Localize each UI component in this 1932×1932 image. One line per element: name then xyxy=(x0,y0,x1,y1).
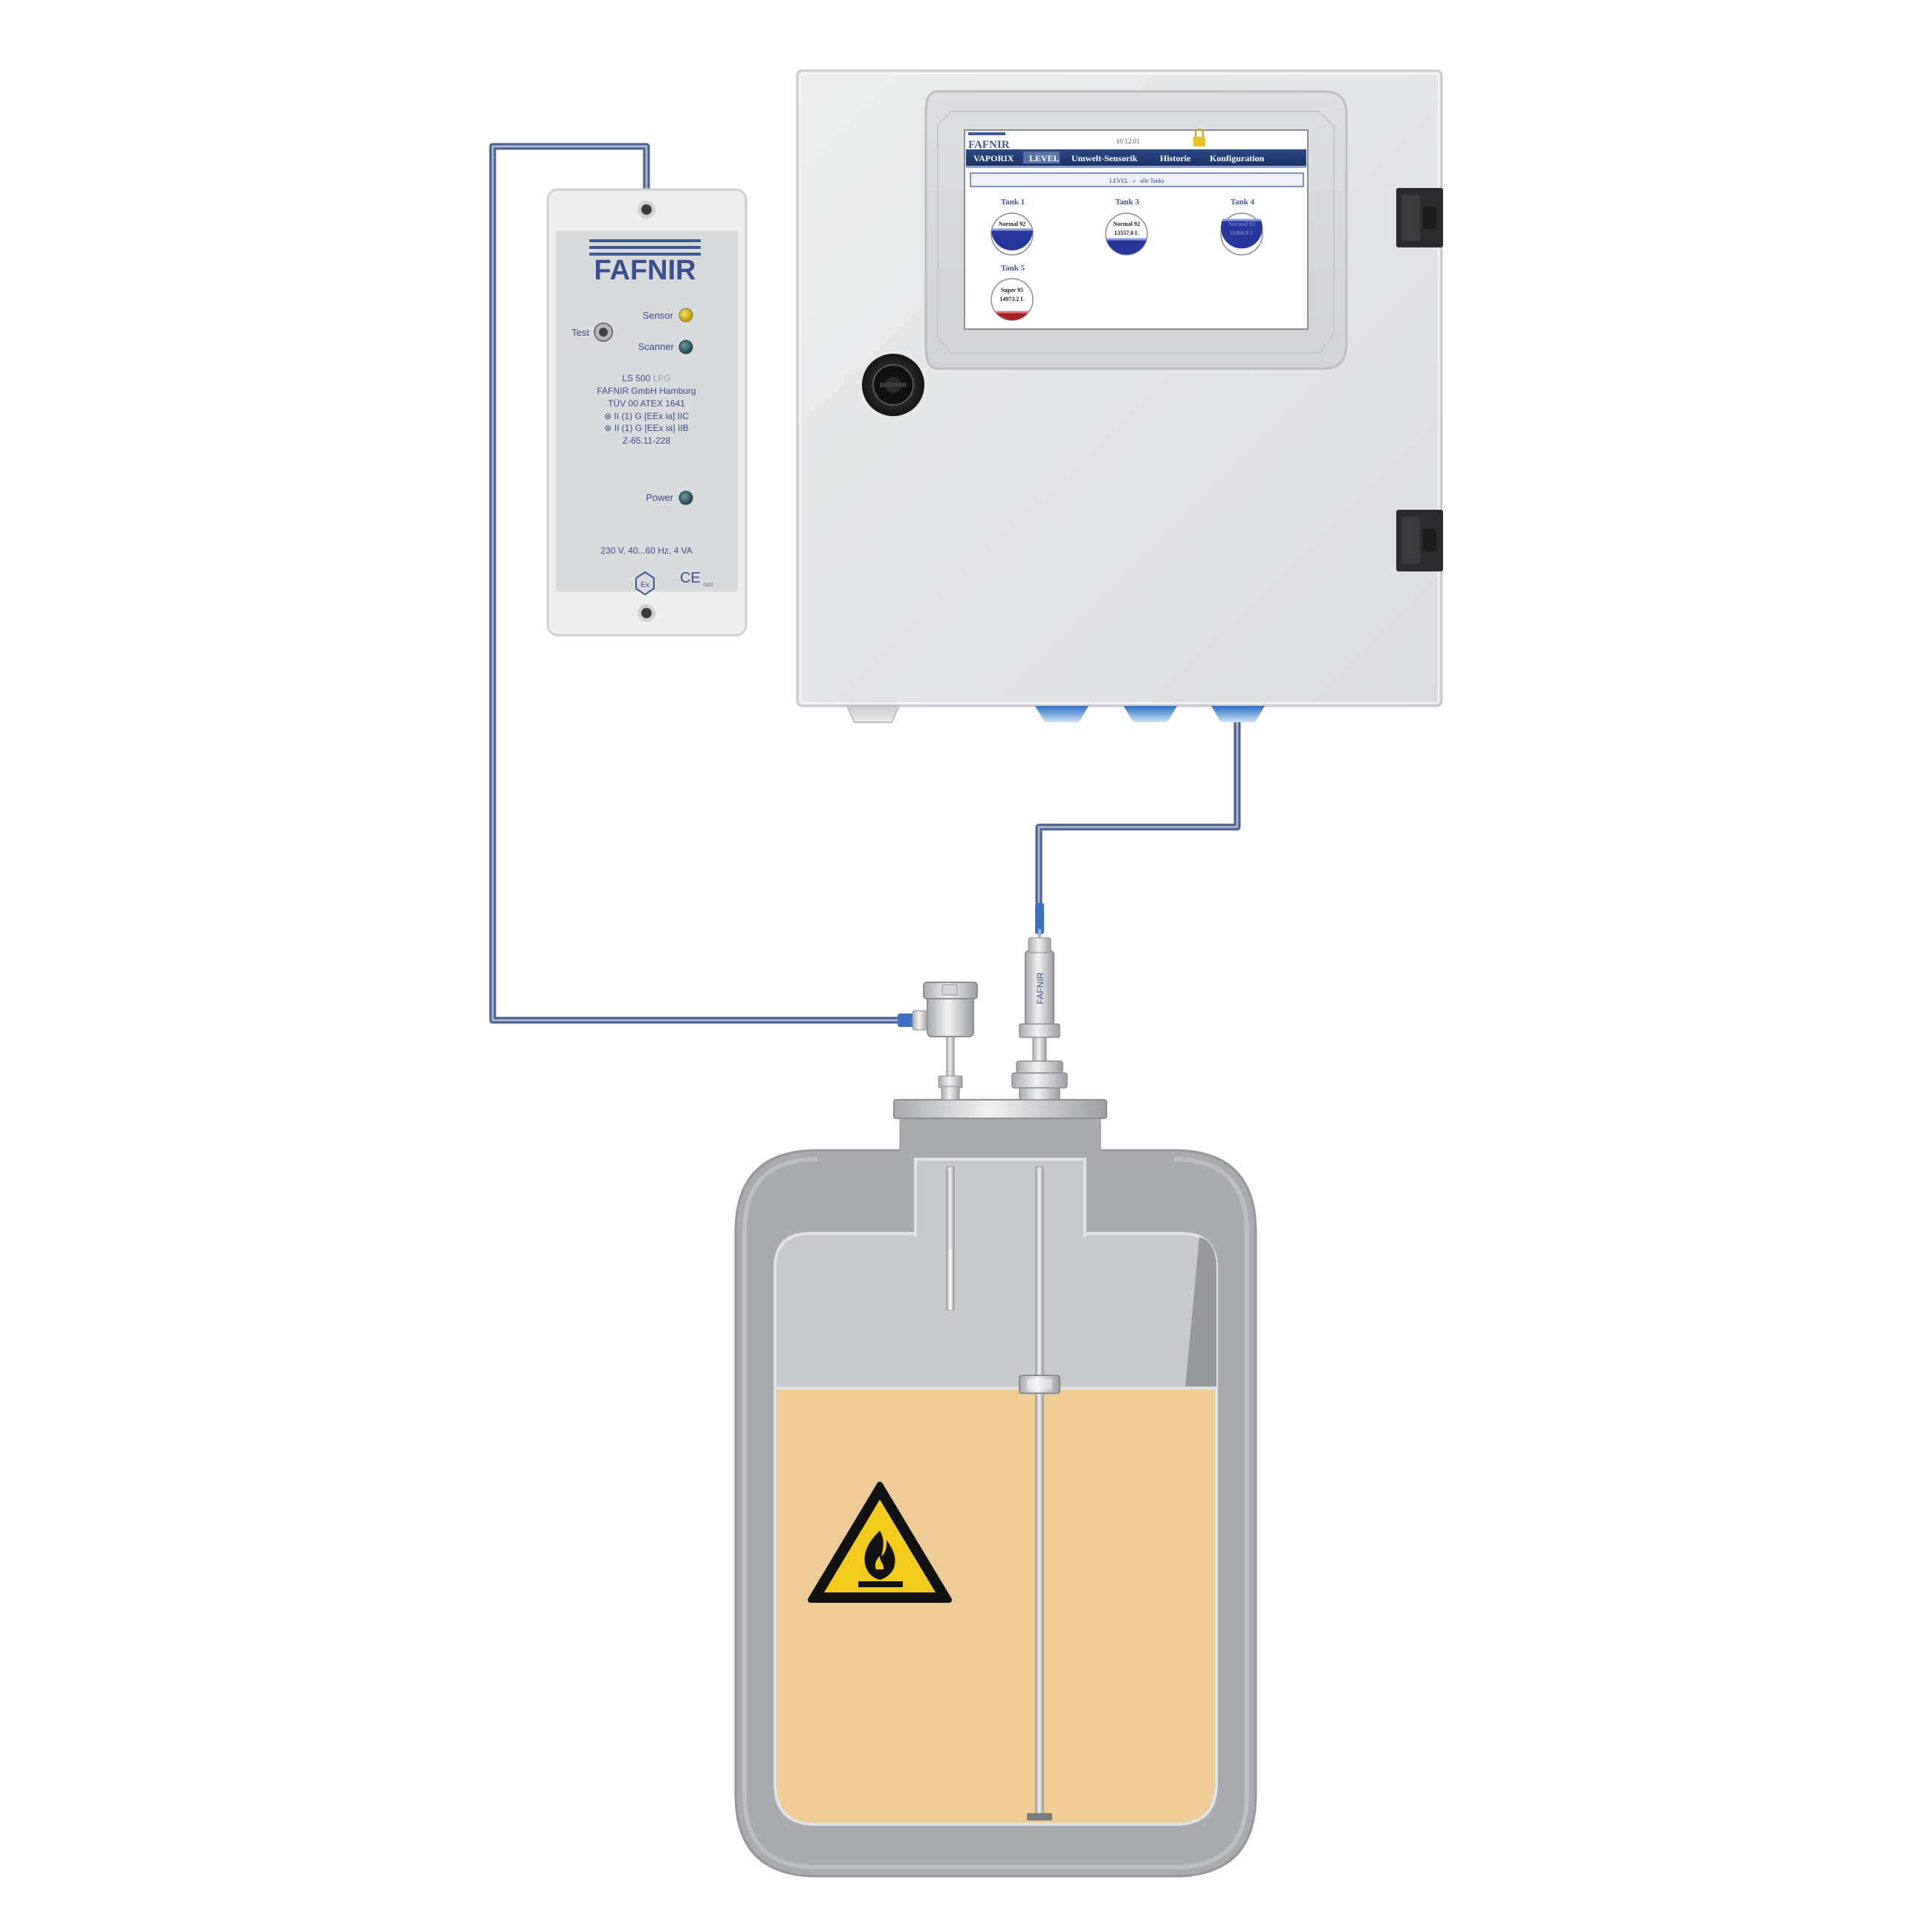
svg-text:Historie: Historie xyxy=(1160,153,1191,163)
svg-text:LEVEL: LEVEL xyxy=(1029,153,1060,163)
sensor-led xyxy=(678,308,693,322)
cable-module-to-sensor xyxy=(489,143,903,1024)
tab-konfiguration[interactable]: Konfiguration xyxy=(1210,153,1265,163)
test-label: Test xyxy=(571,327,589,338)
company-label: FAFNIR GmbH Hamburg xyxy=(597,386,696,396)
tab-vaporix[interactable]: VAPORIX xyxy=(973,153,1014,163)
svg-text:Normal 92: Normal 92 xyxy=(1113,221,1140,227)
tab-historie[interactable]: Historie xyxy=(1160,153,1191,163)
tab-umwelt-sensorik[interactable]: Umwelt-Sensorik xyxy=(1072,153,1138,163)
power-label: Power xyxy=(646,492,674,503)
ex-class-iic: ⊛ II (1) G [EEx ia] IIC xyxy=(604,411,689,421)
probe-float xyxy=(1019,1375,1060,1394)
svg-text:11466.9 L: 11466.9 L xyxy=(1230,230,1254,236)
tank-widget[interactable]: Tank 3 Normal 92 13557.0 L xyxy=(1105,198,1148,256)
svg-text:0102: 0102 xyxy=(703,583,713,588)
touch-screen[interactable]: FAFNIR 10:12:01 VAPORIX LEVEL Umwelt-Sen… xyxy=(964,129,1309,330)
storage-tank xyxy=(734,1099,1257,1878)
svg-text:Ex: Ex xyxy=(641,581,649,589)
tank-widget[interactable]: Tank 5 Super 95 14973.2 L xyxy=(991,264,1034,321)
probe-head: FAFNIR xyxy=(1011,903,1068,1100)
svg-text:Super 95: Super 95 xyxy=(1001,287,1023,294)
scanner-led xyxy=(678,340,693,354)
power-rating: 230 V, 40...60 Hz, 4 VA xyxy=(600,545,692,556)
barrier-module: FAFNIR Sensor Test Scanner LS 500 LPG FA… xyxy=(546,188,748,637)
screen-logo: FAFNIR xyxy=(968,139,1010,151)
ex-mark-icon: Ex xyxy=(635,571,655,596)
tab-level[interactable]: LEVEL xyxy=(1023,152,1060,163)
tank-dome xyxy=(901,1118,1100,1163)
manhole-flange xyxy=(893,1099,1107,1119)
door-lock[interactable] xyxy=(862,354,924,416)
svg-text:CE: CE xyxy=(680,570,701,586)
module-logo: FAFNIR xyxy=(594,255,696,286)
power-led xyxy=(678,490,693,505)
module-faceplate xyxy=(556,230,738,591)
cable-gland-grey xyxy=(846,705,901,723)
svg-text:Konfiguration: Konfiguration xyxy=(1210,153,1265,163)
probe-rod xyxy=(1035,1166,1044,1816)
svg-text:13557.0 L: 13557.0 L xyxy=(1114,230,1138,236)
tank-widget[interactable]: Tank 4 Normal 92 11466.9 L xyxy=(1220,198,1263,256)
svg-text:Umwelt-Sensorik: Umwelt-Sensorik xyxy=(1072,153,1138,163)
svg-text:Tank 5: Tank 5 xyxy=(1001,264,1025,273)
approval-number: Z-65.11-228 xyxy=(623,435,671,446)
svg-text:LEVEL » alle Tanks: LEVEL » alle Tanks xyxy=(1109,178,1164,184)
hinge-top xyxy=(1396,188,1443,247)
svg-text:Tank 3: Tank 3 xyxy=(1115,198,1140,207)
svg-text:Normal 92: Normal 92 xyxy=(999,221,1025,227)
probe-brand-label: FAFNIR xyxy=(1035,972,1046,1004)
model-label: LS 500 LPG xyxy=(622,373,670,383)
svg-text:Tank 1: Tank 1 xyxy=(1001,198,1025,207)
controller-enclosure: FAFNIR 10:12:01 VAPORIX LEVEL Umwelt-Sen… xyxy=(796,69,1443,723)
cable-gland-2 xyxy=(1124,706,1177,722)
cable-gland-3 xyxy=(1211,706,1265,722)
hinge-bottom xyxy=(1396,510,1443,571)
svg-text:VAPORIX: VAPORIX xyxy=(973,153,1014,163)
flammable-warning-icon xyxy=(808,1482,952,1603)
ex-class-iib: ⊛ II (1) G [EEx ia] IIB xyxy=(604,423,688,433)
cable-controller-to-probe xyxy=(1035,721,1241,929)
svg-text:Tank 4: Tank 4 xyxy=(1231,198,1255,207)
screen-breadcrumb xyxy=(970,172,1304,187)
tank-liquid xyxy=(774,1387,1218,1826)
tank-widget[interactable]: Tank 1 Normal 92 xyxy=(991,198,1034,256)
probe-foot xyxy=(1027,1813,1052,1821)
svg-text:Normal 92: Normal 92 xyxy=(1228,221,1255,227)
scanner-label: Scanner xyxy=(638,341,675,352)
sensor-label: Sensor xyxy=(643,310,674,321)
level-sensor-head xyxy=(898,982,978,1100)
svg-text:14973.2 L: 14973.2 L xyxy=(999,296,1024,302)
screen-clock: 10:12:01 xyxy=(1116,137,1140,145)
lock-icon[interactable] xyxy=(1193,129,1205,146)
module-logo-lines xyxy=(589,239,701,256)
ce-mark-icon: CE 0102 xyxy=(680,570,713,588)
cable-gland-1 xyxy=(1035,706,1089,722)
atex-cert: TÜV 00 ATEX 1641 xyxy=(608,398,685,409)
